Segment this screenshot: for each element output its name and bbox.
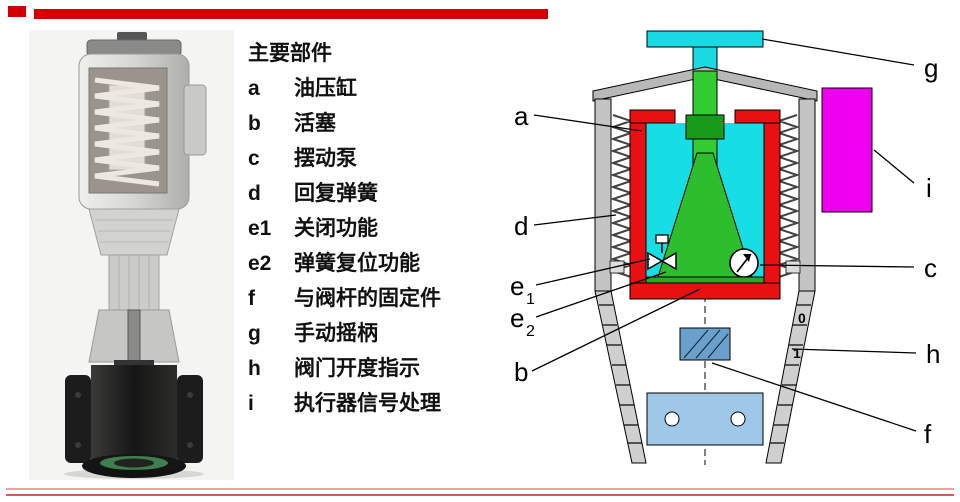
legend-key: i <box>248 392 254 415</box>
legend-row-i: i 执行器信号处理 <box>248 386 503 421</box>
title-accent-bar <box>34 9 548 19</box>
legend-key: a <box>248 77 260 100</box>
photo-spring <box>94 77 160 187</box>
legend-label: 执行器信号处理 <box>294 392 441 415</box>
actuator-diagram: 0 1 <box>500 25 960 480</box>
label-e2: e <box>510 303 524 333</box>
label-d: d <box>514 211 528 241</box>
photo-valve-stem <box>127 309 141 366</box>
legend-row-g: g 手动摇柄 <box>248 316 503 351</box>
scale-mark-0: 0 <box>798 310 806 326</box>
label-e2-sub: 2 <box>526 323 535 340</box>
photo-taper <box>88 208 180 256</box>
actuator-diagram-svg: 0 1 <box>510 30 940 465</box>
footer-divider-light <box>6 488 954 490</box>
actuator-photo <box>28 30 235 480</box>
legend-key: d <box>248 182 261 205</box>
photo-valve-body <box>64 360 204 479</box>
legend-row-h: h 阀门开度指示 <box>248 351 503 386</box>
photo-actuator-neck <box>88 208 180 366</box>
legend-label: 关闭功能 <box>294 217 378 240</box>
legend-label: 油压缸 <box>294 77 357 100</box>
housing-wall-left <box>594 98 612 292</box>
housing-wall-right <box>798 98 816 292</box>
legend-label: 摆动泵 <box>294 147 357 170</box>
leader-lines <box>531 38 917 432</box>
photo-actuator-head <box>78 32 207 210</box>
legend-row-a: a 油压缸 <box>248 71 503 106</box>
part-labels: a d e 1 e 2 b g i c h f <box>510 53 940 449</box>
label-f: f <box>924 419 932 449</box>
label-a: a <box>514 101 529 131</box>
label-e1-sub: 1 <box>526 291 535 308</box>
legend-label: 弹簧复位功能 <box>294 252 420 275</box>
legend-key: g <box>248 322 261 345</box>
legend-label: 手动摇柄 <box>294 322 378 345</box>
legend-row-e2: e2 弹簧复位功能 <box>248 246 503 281</box>
signal-processing-box <box>821 87 873 213</box>
oil-pressure-cylinder <box>629 109 781 300</box>
legend-key: e2 <box>248 252 272 275</box>
photo-left-flange <box>65 375 91 463</box>
photo-ribbed-column <box>108 254 160 311</box>
legend-row-f: f 与阀杆的固定件 <box>248 281 503 316</box>
legend-label: 活塞 <box>294 112 336 135</box>
photo-valve-center <box>91 365 177 465</box>
parts-legend: 主要部件 a 油压缸 b 活塞 c 摆动泵 d 回复弹簧 e1 关闭功能 e2 … <box>248 36 503 421</box>
legend-heading: 主要部件 <box>248 42 332 65</box>
function-valve-symbols <box>647 234 677 271</box>
photo-mount-tab <box>183 84 207 156</box>
footer-divider-dark <box>6 494 954 496</box>
actuator-photo-svg <box>29 30 234 480</box>
legend-row-d: d 回复弹簧 <box>248 176 503 211</box>
return-spring-right <box>775 114 801 278</box>
title-accent-square <box>8 6 26 17</box>
oscillating-pump-symbol <box>729 248 759 278</box>
label-h: h <box>926 339 940 369</box>
legend-key: h <box>248 357 261 380</box>
legend-row-c: c 摆动泵 <box>248 141 503 176</box>
label-e1: e <box>510 271 524 301</box>
scale-mark-1: 1 <box>793 345 801 361</box>
label-b: b <box>514 357 528 387</box>
legend-key: e1 <box>248 217 272 240</box>
legend-key: f <box>248 287 255 310</box>
legend-row-e1: e1 关闭功能 <box>248 211 503 246</box>
label-i: i <box>926 173 932 203</box>
legend-label: 回复弹簧 <box>294 182 378 205</box>
shaft-collar <box>685 114 725 140</box>
photo-right-flange <box>177 375 203 463</box>
label-c: c <box>924 253 937 283</box>
return-spring-left <box>609 114 635 278</box>
legend-label: 阀门开度指示 <box>294 357 420 380</box>
label-g: g <box>924 53 938 83</box>
legend-key: c <box>248 147 260 170</box>
legend-key: b <box>248 112 261 135</box>
mount-block-right <box>785 260 801 274</box>
legend-row-b: b 活塞 <box>248 106 503 141</box>
opening-indicator-scale <box>599 304 811 444</box>
stem-fixing-block <box>679 327 731 361</box>
legend-label: 与阀杆的固定件 <box>294 287 441 310</box>
base-plate <box>646 392 764 446</box>
